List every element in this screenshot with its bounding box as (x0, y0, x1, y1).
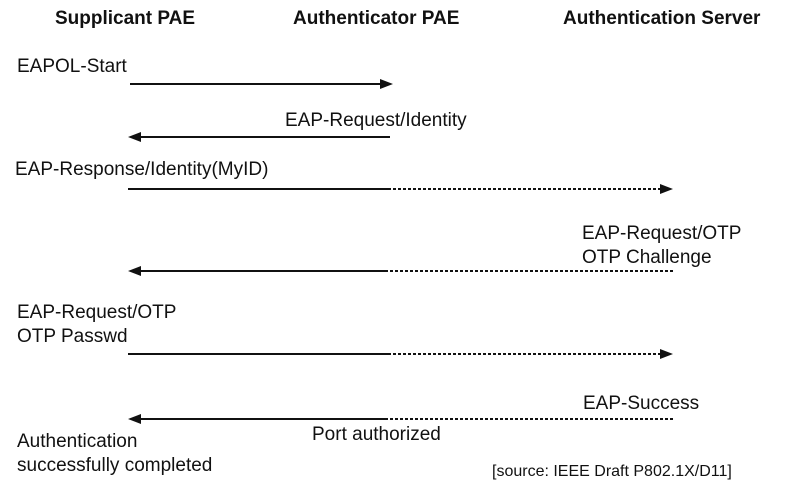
arrow-line-eap-request-identity (139, 136, 390, 138)
arrowhead-left-icon (128, 414, 141, 424)
arrow-line-otp-challenge-solid (139, 270, 385, 272)
arrow-line-otp-passwd-dashed (388, 353, 661, 355)
annotation-port-authorized: Port authorized (312, 424, 441, 445)
arrowhead-left-icon (128, 132, 141, 142)
arrow-line-otp-passwd-solid (128, 353, 388, 355)
arrowhead-right-icon (660, 184, 673, 194)
arrow-line-eap-response-identity-solid (128, 188, 388, 190)
annotation-line: successfully completed (17, 455, 213, 476)
message-label-eap-request-identity: EAP-Request/Identity (285, 110, 467, 131)
source-citation: [source: IEEE Draft P802.1X/D11] (492, 463, 732, 480)
message-label-eap-request-otp-passwd: EAP-Request/OTP OTP Passwd (17, 301, 176, 349)
message-label-line: EAP-Request/OTP (582, 223, 742, 244)
arrow-line-otp-challenge-dashed (385, 270, 673, 272)
arrow-line-eap-response-identity-dashed (388, 188, 661, 190)
annotation-authentication-completed: Authentication successfully completed (17, 430, 212, 478)
column-header-supplicant-pae: Supplicant PAE (55, 8, 196, 29)
annotation-line: Authentication (17, 431, 138, 452)
arrowhead-left-icon (128, 266, 141, 276)
arrowhead-right-icon (380, 79, 393, 89)
message-label-eap-request-otp-challenge: EAP-Request/OTP OTP Challenge (582, 222, 741, 270)
message-label-line: OTP Passwd (17, 326, 128, 347)
message-label-line: EAP-Request/OTP (17, 302, 177, 323)
message-label-eapol-start: EAPOL-Start (17, 56, 127, 77)
message-label-eap-response-identity: EAP-Response/Identity(MyID) (15, 159, 269, 180)
message-label-eap-success: EAP-Success (583, 393, 700, 414)
message-label-line: OTP Challenge (582, 247, 712, 268)
column-header-authentication-server: Authentication Server (563, 8, 761, 29)
arrowhead-right-icon (660, 349, 673, 359)
arrow-line-eapol-start (130, 83, 381, 85)
column-header-authenticator-pae: Authenticator PAE (293, 8, 460, 29)
arrow-line-eap-success-dashed (385, 418, 673, 420)
arrow-line-eap-success-solid (139, 418, 385, 420)
